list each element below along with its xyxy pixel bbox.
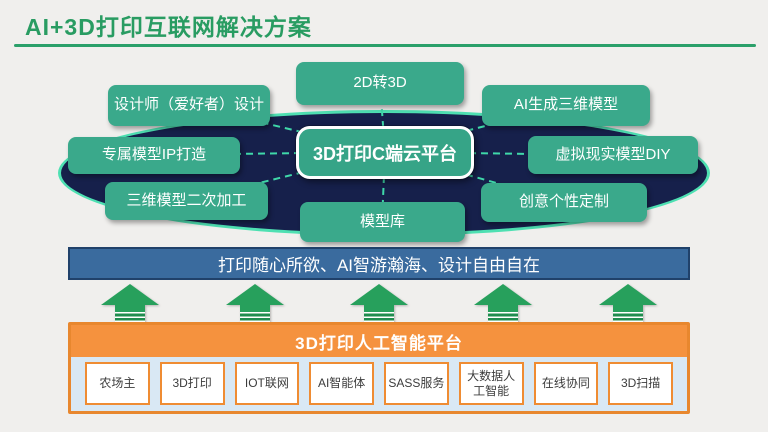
slogan-banner: 打印随心所欲、AI智游瀚海、设计自由自在 xyxy=(68,247,690,280)
arrow-stem xyxy=(363,305,394,322)
page-title: AI+3D打印互联网解决方案 xyxy=(25,14,312,40)
arrow-stem xyxy=(239,305,270,322)
node-vr-model-diy: 虚拟现实模型DIY xyxy=(528,136,698,174)
arrow-head xyxy=(474,284,533,305)
platform-title: 3D打印人工智能平台 xyxy=(71,325,687,357)
up-arrow-icon xyxy=(225,284,284,322)
node-model-library: 模型库 xyxy=(300,202,465,242)
node-2d-to-3d: 2D转3D xyxy=(296,62,464,105)
module-bigdata-ai: 大数据人工智能 xyxy=(458,362,524,405)
module-3d-scanning: 3D扫描 xyxy=(608,362,673,405)
arrow-head xyxy=(349,284,408,305)
arrow-stem xyxy=(115,305,146,322)
platform-modules: 农场主 3D打印 IOT联网 AI智能体 SASS服务 大数据人工智能 在线协同… xyxy=(71,357,687,411)
up-arrow-icon xyxy=(598,284,657,322)
node-model-rework: 三维模型二次加工 xyxy=(105,182,268,220)
up-arrow-icon xyxy=(474,284,533,322)
module-ai-agent: AI智能体 xyxy=(309,362,374,405)
arrow-head xyxy=(101,284,160,305)
module-iot: IOT联网 xyxy=(234,362,300,405)
arrow-stem xyxy=(488,305,519,322)
arrow-head xyxy=(598,284,657,305)
ai-platform-panel: 3D打印人工智能平台 农场主 3D打印 IOT联网 AI智能体 SASS服务 大… xyxy=(68,322,690,414)
arrow-stem xyxy=(612,305,643,322)
up-arrow-icon xyxy=(349,284,408,322)
module-sass-service: SASS服务 xyxy=(384,362,449,405)
module-farm-owner: 农场主 xyxy=(85,362,150,405)
arrows-row xyxy=(68,284,690,322)
title-underline xyxy=(14,44,756,47)
node-ai-generate-model: AI生成三维模型 xyxy=(482,85,650,126)
node-designer-design: 设计师（爱好者）设计 xyxy=(108,85,270,126)
node-exclusive-model-ip: 专属模型IP打造 xyxy=(68,137,240,174)
module-3d-printing: 3D打印 xyxy=(159,362,225,405)
node-center-cloud-platform: 3D打印C端云平台 xyxy=(296,126,474,179)
arrow-head xyxy=(225,284,284,305)
up-arrow-icon xyxy=(101,284,160,322)
module-online-collaboration: 在线协同 xyxy=(533,362,599,405)
node-creative-customization: 创意个性定制 xyxy=(481,183,647,222)
